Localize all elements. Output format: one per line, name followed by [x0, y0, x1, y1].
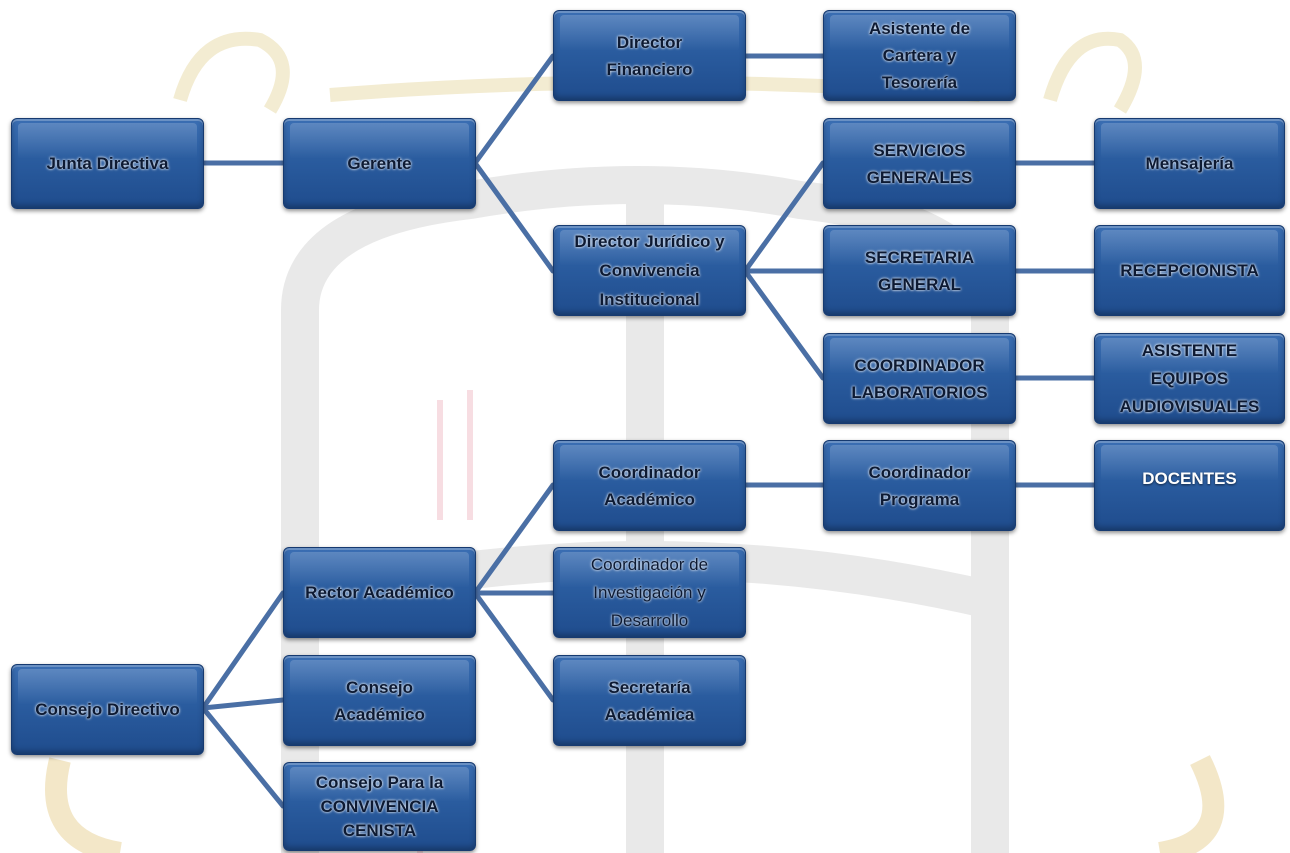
link-gerente-juridico [472, 160, 556, 274]
node-label: Consejo Para la CONVIVENCIA CENISTA [315, 772, 444, 840]
node-coordinador-academico: Coordinador Académico [553, 440, 746, 531]
node-label: Mensajería [1145, 154, 1234, 173]
node-label: Coordinador Académico [598, 462, 701, 509]
node-label: RECEPCIONISTA [1120, 261, 1259, 280]
node-label: Consejo Académico [334, 677, 425, 724]
node-label: DOCENTES [1142, 469, 1237, 488]
node-label: COORDINADOR LABORATORIOS [851, 355, 988, 402]
node-label: Secretaría Académica [604, 677, 695, 724]
link-gerente-financiero [472, 53, 556, 166]
node-label: Asistente de Cartera y Tesorería [868, 19, 971, 92]
link-consejo-convivencia [200, 705, 286, 809]
link-juridico-servicios [742, 160, 826, 274]
link-rector-academico [472, 482, 556, 596]
node-label: Junta Directiva [46, 154, 169, 173]
link-juridico-laboratorios [742, 268, 826, 381]
node-junta-directiva: Junta Directiva [11, 118, 204, 209]
node-gerente: Gerente [283, 118, 476, 209]
link-consejo-academico [200, 697, 286, 711]
node-rector-academico: Rector Académico [283, 547, 476, 638]
node-coordinador-investigacion: Coordinador de Investigación y Desarroll… [553, 547, 746, 638]
node-label: SECRETARIA GENERAL [864, 247, 975, 294]
node-label: Consejo Directivo [35, 700, 180, 719]
link-consejo-rector [200, 590, 286, 711]
node-consejo-convivencia: Consejo Para la CONVIVENCIA CENISTA [283, 762, 476, 851]
node-coordinador-programa: Coordinador Programa [823, 440, 1016, 531]
node-label: Director Jurídico y Convivencia Instituc… [574, 232, 725, 309]
node-asistente-equipos: ASISTENTE EQUIPOS AUDIOVISUALES [1094, 333, 1285, 424]
link-rector-secretaria [472, 590, 556, 703]
node-consejo-directivo: Consejo Directivo [11, 664, 204, 755]
node-label: Director Financiero [606, 32, 693, 79]
node-consejo-academico: Consejo Académico [283, 655, 476, 746]
node-director-juridico: Director Jurídico y Convivencia Instituc… [553, 225, 746, 316]
node-label: Gerente [347, 154, 412, 173]
node-secretaria-academica: Secretaría Académica [553, 655, 746, 746]
node-servicios-generales: SERVICIOS GENERALES [823, 118, 1016, 209]
node-mensajeria: Mensajería [1094, 118, 1285, 209]
node-label: SERVICIOS GENERALES [866, 140, 973, 187]
node-secretaria-general: SECRETARIA GENERAL [823, 225, 1016, 316]
node-label: Coordinador Programa [868, 462, 971, 509]
node-docentes: DOCENTES [1094, 440, 1285, 531]
node-coordinador-laboratorios: COORDINADOR LABORATORIOS [823, 333, 1016, 424]
node-recepcionista: RECEPCIONISTA [1094, 225, 1285, 316]
node-label: Coordinador de Investigación y Desarroll… [590, 554, 709, 630]
node-label: ASISTENTE EQUIPOS AUDIOVISUALES [1119, 340, 1260, 416]
node-director-financiero: Director Financiero [553, 10, 746, 101]
node-asistente-cartera: Asistente de Cartera y Tesorería [823, 10, 1016, 101]
node-label: Rector Académico [305, 583, 454, 602]
